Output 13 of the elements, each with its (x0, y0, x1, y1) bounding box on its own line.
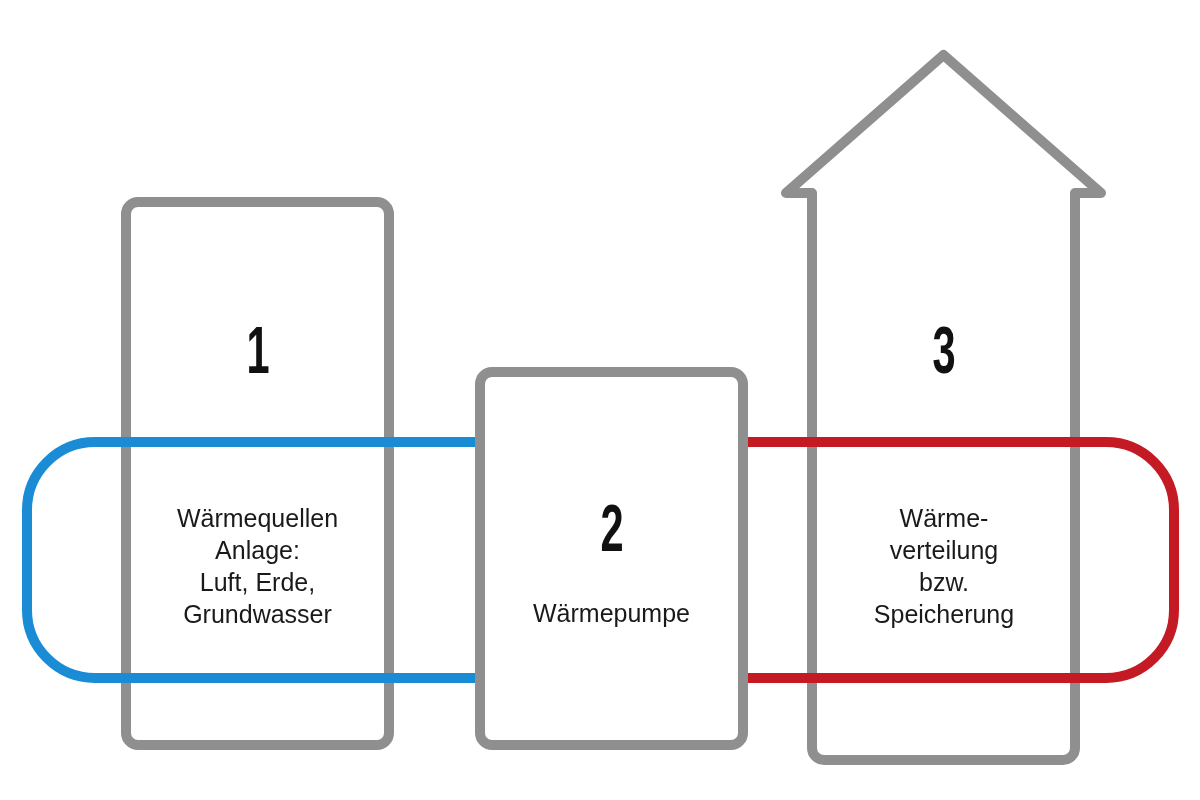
circuit-line (748, 437, 1080, 447)
description-text: Wärme- verteilung bzw. Speicherung (872, 503, 1016, 630)
component-box (475, 367, 748, 750)
description-text: Wärmepumpe (533, 598, 690, 629)
circuit-line (121, 437, 475, 447)
step-number: 3 (932, 315, 956, 383)
circuit-line (748, 437, 1179, 683)
component-box (121, 197, 394, 750)
description-text: Luft, Erde, Grundwasser (182, 567, 333, 630)
description-text: Wärmequellen Anlage: (175, 503, 340, 566)
circuit-line (22, 437, 475, 683)
step-number: 2 (599, 493, 624, 561)
step-number: 1 (245, 315, 270, 383)
